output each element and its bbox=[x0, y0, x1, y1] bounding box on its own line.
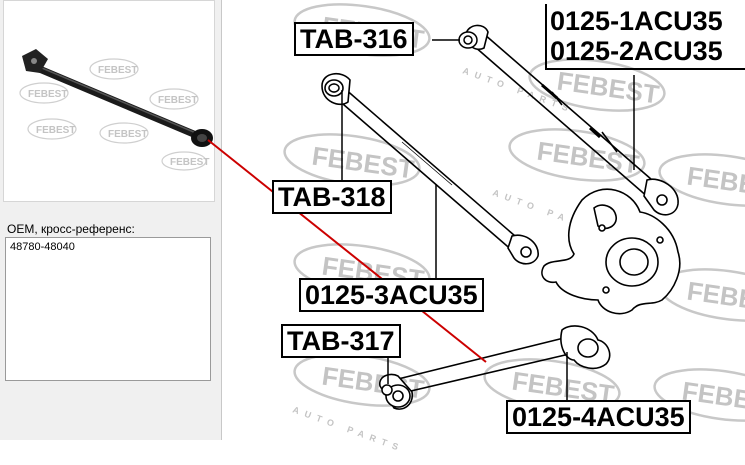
control-arm-photo bbox=[22, 49, 213, 147]
callout-tab-316[interactable]: TAB-316 bbox=[294, 22, 414, 56]
svg-text:FEBEST: FEBEST bbox=[170, 157, 209, 168]
callout-0125-1acu35[interactable]: 0125-1ACU35 bbox=[550, 6, 723, 36]
product-photo[interactable]: FEBEST FEBEST FEBEST FEBEST FEBEST FEBES… bbox=[3, 0, 215, 202]
svg-text:FEBEST: FEBEST bbox=[108, 129, 147, 140]
svg-text:FEBEST: FEBEST bbox=[36, 125, 75, 136]
watermark-10 bbox=[653, 368, 745, 422]
bushing-tab-317[interactable] bbox=[381, 384, 393, 396]
watermark-5 bbox=[658, 153, 745, 207]
callout-0125-3acu35[interactable]: 0125-3ACU35 bbox=[299, 278, 484, 312]
callout-0125-2acu35[interactable]: 0125-2ACU35 bbox=[550, 36, 723, 66]
oem-number[interactable]: 48780-48040 bbox=[10, 241, 75, 253]
callout-0125-1-2-acu35[interactable]: 0125-1ACU35 0125-2ACU35 bbox=[545, 4, 745, 70]
diagram-watermark-text: FEBEST FEBEST FEBEST FEBEST FEBEST FEBES… bbox=[291, 11, 745, 455]
photo-watermarks bbox=[19, 58, 207, 171]
watermark-2 bbox=[528, 58, 666, 112]
svg-text:FEBEST: FEBEST bbox=[158, 95, 197, 106]
oem-cross-reference-box[interactable]: 48780-48040 bbox=[5, 237, 211, 381]
bushing-tab-318[interactable] bbox=[328, 83, 340, 93]
svg-text:AUTO PARTS: AUTO PARTS bbox=[291, 404, 405, 454]
svg-text:FEBEST: FEBEST bbox=[98, 65, 137, 76]
product-photo-image: FEBEST FEBEST FEBEST FEBEST FEBEST FEBES… bbox=[19, 49, 213, 171]
photo-watermark-text: FEBEST FEBEST FEBEST FEBEST FEBEST FEBES… bbox=[28, 65, 209, 168]
callout-tab-317[interactable]: TAB-317 bbox=[281, 324, 401, 358]
oem-label: OEM, кросс-референс: bbox=[7, 222, 135, 236]
watermark-4 bbox=[508, 128, 646, 182]
steering-knuckle[interactable] bbox=[541, 188, 681, 315]
bushing-tab-316[interactable] bbox=[458, 31, 478, 49]
svg-text:FEBEST: FEBEST bbox=[28, 89, 67, 100]
callout-0125-4acu35[interactable]: 0125-4ACU35 bbox=[506, 400, 691, 434]
product-info-panel: FEBEST FEBEST FEBEST FEBEST FEBEST FEBES… bbox=[0, 0, 222, 440]
callout-tab-318[interactable]: TAB-318 bbox=[272, 180, 392, 214]
